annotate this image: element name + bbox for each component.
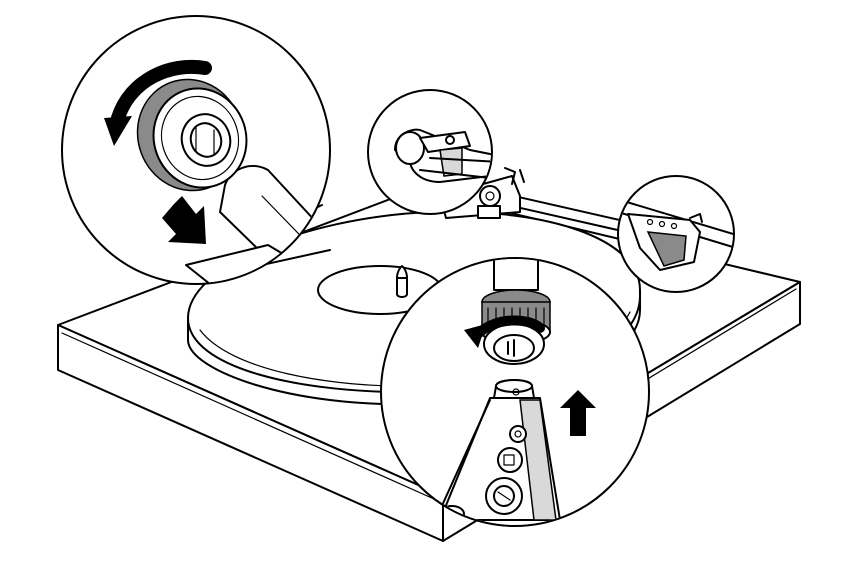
knurled-ring — [136, 78, 248, 192]
callout-tonearm-headshell-close-up — [367, 89, 493, 215]
curved-arrow-counterclockwise-icon — [104, 59, 212, 146]
callout-headshell-attach — [380, 257, 650, 527]
curved-arrow-counterclockwise-icon — [464, 315, 545, 348]
arrow-down-icon — [162, 196, 206, 244]
callout-headshell-cartridge-close-up — [617, 175, 735, 293]
arrow-up-icon — [560, 390, 596, 436]
spindle — [396, 265, 408, 298]
callout-cartridge-ring-loosen — [61, 15, 331, 285]
